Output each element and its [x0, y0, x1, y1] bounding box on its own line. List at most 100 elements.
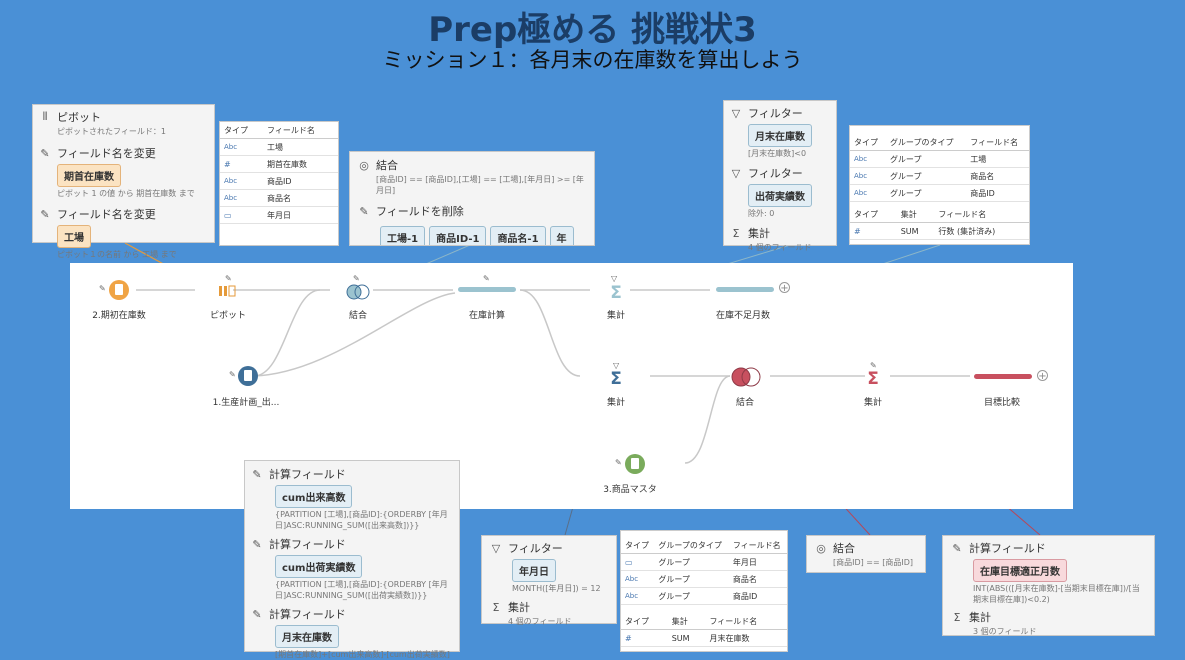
remove-field-icon: ✎	[359, 204, 369, 218]
join-node-1[interactable]	[346, 284, 370, 300]
agg-sub: 4 個のフィールド	[748, 243, 812, 252]
input-node-production[interactable]	[238, 366, 258, 386]
group-type: グループ	[654, 553, 729, 571]
node-label-target: 目標比較	[983, 398, 1020, 408]
abc-icon: Abc	[220, 189, 263, 207]
input-node-stock-start[interactable]	[109, 280, 129, 300]
header-field: フィールド名	[262, 122, 338, 139]
table-row[interactable]: #期首在庫数	[220, 155, 338, 173]
header-group: グループのタイプ	[885, 134, 967, 151]
table-row[interactable]: ▭年月日	[220, 206, 338, 224]
filter-chip[interactable]: 年月日	[512, 559, 556, 582]
file-icon	[244, 370, 252, 381]
removed-chip[interactable]: 商品名-1	[490, 226, 546, 245]
field-name: 月末在庫数	[705, 629, 787, 647]
rename2-chip[interactable]: 工場	[57, 225, 91, 248]
abc-icon: Abc	[621, 570, 655, 588]
c1-chip[interactable]: cum出来高数	[275, 485, 353, 508]
field-name: 期首在庫数	[262, 155, 338, 173]
node-label-agg-right: 集計	[863, 398, 882, 408]
removed-chip[interactable]: 年	[549, 226, 574, 245]
join-icon: ◎	[359, 158, 369, 172]
c2-formula: {PARTITION [工場],[商品ID]:{ORDERBY [年月日]ASC…	[275, 580, 448, 600]
filter2-sub: 除外: 0	[748, 209, 775, 218]
number-icon: #	[621, 629, 668, 647]
input-edit-icon: ✎	[99, 284, 106, 293]
aggregate-node-top[interactable]: Σ	[610, 283, 622, 303]
add-step-icon[interactable]: +	[779, 282, 790, 294]
abc-icon: Abc	[850, 150, 886, 168]
header-type: タイプ	[850, 206, 897, 223]
table-row[interactable]: ▭グループ年月日	[621, 553, 787, 571]
field-name: 商品名	[728, 570, 787, 588]
input-edit-icon-3: ✎	[615, 458, 622, 467]
agg-sub: 4 個のフィールド	[508, 617, 572, 626]
join-icon	[346, 284, 370, 300]
join-panel: ◎結合 [商品ID] == [商品ID],[工場] == [工場],[年月日] …	[349, 151, 595, 246]
file-icon	[631, 458, 639, 469]
number-icon: #	[220, 155, 263, 173]
add-step-icon-2[interactable]: +	[1037, 370, 1048, 382]
c3-title: 計算フィールド	[269, 608, 346, 621]
file-icon	[115, 284, 123, 295]
pivot-icon	[219, 285, 236, 297]
group-type: グループ	[654, 570, 729, 588]
header-agg: 集計	[667, 613, 706, 630]
filter-small-icon-2: ▽	[613, 361, 620, 370]
node-label-agg-top: 集計	[606, 311, 625, 321]
pivot-edit-icon: ✎	[225, 274, 232, 283]
input-node-master[interactable]	[625, 454, 645, 474]
rename1-chip[interactable]: 期首在庫数	[57, 164, 121, 187]
output-node-target[interactable]	[974, 374, 1032, 379]
page-subtitle: ミッション１：各月末の在庫数を算出しよう	[382, 48, 803, 72]
filter1-chip[interactable]: 月末在庫数	[748, 124, 812, 147]
header-group: グループのタイプ	[654, 537, 729, 554]
filter2-chip[interactable]: 出荷実績数	[748, 184, 812, 207]
header-type: タイプ	[621, 537, 655, 554]
flow-canvas[interactable]: ✎ 2.期初在庫数 ✎ ピボット ✎ 結合 ✎ 在庫計算 ▽ Σ 集計 + 在庫…	[70, 263, 1073, 509]
calc-icon: ✎	[952, 541, 962, 555]
clean-node-calc[interactable]	[458, 287, 516, 292]
aggregate-node-mid[interactable]: Σ	[610, 369, 622, 389]
rename1-title: フィールド名を変更	[57, 147, 156, 160]
c3-chip[interactable]: 月末在庫数	[275, 625, 339, 648]
calc-panel-right: ✎計算フィールド 在庫目標適正月数 INT(ABS(([月末在庫数]-[当期末目…	[942, 535, 1155, 636]
field-name: 工場	[262, 138, 338, 156]
node-label-calc: 在庫計算	[468, 311, 505, 321]
flow-connections	[136, 289, 970, 464]
filter-small-icon: ▽	[611, 274, 618, 283]
join-edit-icon: ✎	[353, 274, 360, 283]
removed-chip[interactable]: 工場-1	[380, 226, 426, 245]
c3-formula: [期首在庫数]+[cum出来高数]-[cum出荷実績数]	[275, 650, 450, 659]
c2-chip[interactable]: cum出荷実績数	[275, 555, 363, 578]
remove-title: フィールドを削除	[376, 205, 464, 218]
group-type: グループ	[885, 184, 967, 202]
calc-right-chip[interactable]: 在庫目標適正月数	[973, 559, 1067, 582]
pivot-node[interactable]	[218, 283, 238, 299]
calendar-icon: ▭	[621, 553, 655, 571]
aggregate-node-right[interactable]: Σ	[867, 369, 879, 389]
sigma-icon: Σ	[492, 600, 500, 614]
join-node-2[interactable]	[730, 367, 762, 387]
calc-right-formula: INT(ABS(([月末在庫数]-[当期末目標在庫])/[当期末目標在庫])<0…	[973, 584, 1140, 604]
output-node-shortage[interactable]	[716, 287, 774, 292]
header-field: フィールド名	[728, 537, 787, 554]
removed-chip[interactable]: 商品ID-1	[429, 226, 487, 245]
